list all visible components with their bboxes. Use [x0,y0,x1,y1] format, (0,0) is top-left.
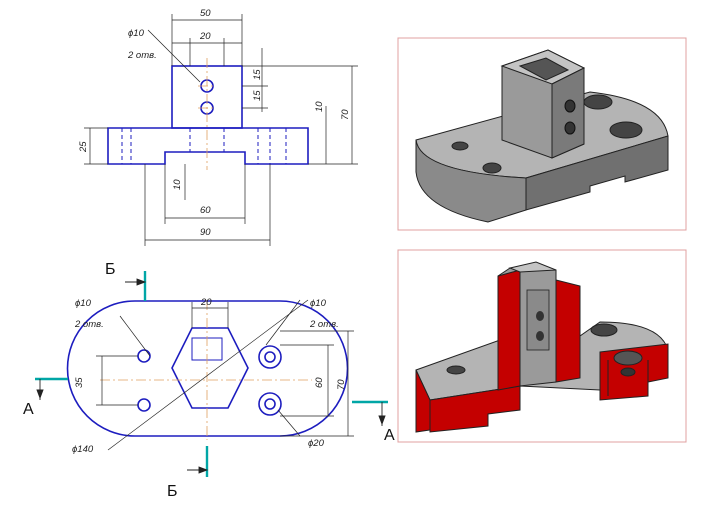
watermark-text: Avito [647,476,689,495]
section-b-bottom: Б [167,483,178,500]
plan-dim-35: 35 [74,377,85,388]
plan-dimensions [96,299,354,451]
dim-10: 10 [314,101,325,112]
dim-70: 70 [340,109,351,120]
plan-dim-70: 70 [336,379,347,390]
dim-50: 50 [200,8,211,19]
render-panel-top [397,37,687,231]
section-cut-wall-right [555,279,581,383]
plan-dim-60: 60 [314,377,325,388]
front-dimensions [84,14,358,246]
plan-hole-dia-right: ϕ10 [310,298,327,309]
section-a-left: А [23,401,34,418]
dim-15b: 15 [252,90,263,101]
front-view [107,65,309,165]
plan-hole-1 [137,349,151,363]
render-panel-bottom [397,249,687,443]
section-cut-wall-left [497,269,521,391]
plan-hole-dia-left: ϕ10 [75,298,92,309]
dim-20: 20 [199,31,211,42]
base-right [525,135,669,211]
hole-dia-label: ϕ10 [128,28,145,39]
plan-bore-dia: ϕ20 [308,438,325,449]
dim-60: 60 [200,205,211,216]
render-bore-2 [609,121,643,139]
plan-hole-count-left: 2 отв. [74,319,104,330]
plan-bore-1-inner [264,351,276,363]
plan-dim-20: 20 [200,297,212,308]
hole-count-label: 2 отв. [127,50,157,61]
dim-25: 25 [78,141,89,153]
plan-bore-2 [258,392,282,416]
dim-15: 15 [252,69,263,80]
plan-hole-count-right: 2 отв. [309,319,339,330]
hex-boss [171,327,249,409]
section-a-right: А [384,427,395,444]
plan-bore-2-inner [264,398,276,410]
plan-bore-1 [258,345,282,369]
render-hole-2 [482,162,502,174]
dim-90: 90 [200,227,211,238]
flange-outline [107,127,309,165]
dim-10b: 10 [172,179,183,190]
section-b-top: Б [105,261,116,278]
render-bore-1 [583,94,613,110]
plan-outer-dia: ϕ140 [72,444,94,455]
render-hole-1 [451,141,469,151]
plan-hole-2 [137,398,151,412]
watermark: Avito [619,476,689,496]
